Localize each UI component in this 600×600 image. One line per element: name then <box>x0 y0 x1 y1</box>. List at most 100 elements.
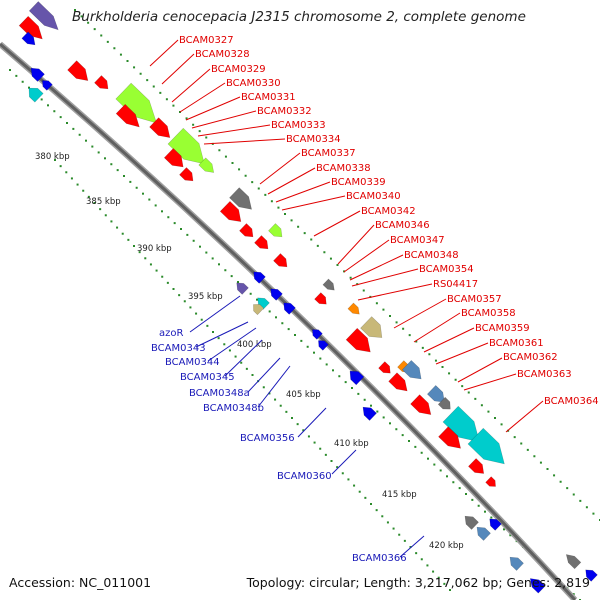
gc-dot <box>427 457 429 460</box>
gc-dot <box>251 181 254 184</box>
gene-label-upper: BCAM0330 <box>226 78 281 89</box>
gc-dot <box>313 441 316 444</box>
gc-dot <box>415 340 418 343</box>
gc-dot <box>461 385 464 388</box>
gc-dot <box>316 244 319 247</box>
gc-dot <box>274 398 277 401</box>
gene-arrow-group <box>198 157 215 173</box>
gene-arrow-group <box>509 556 524 571</box>
map-title: Burkholderia cenocepacia J2315 chromosom… <box>72 9 526 25</box>
gene-arrow-group <box>167 127 205 165</box>
gene-arrow-group <box>467 427 505 465</box>
gc-dot <box>533 455 536 458</box>
gene-arrow <box>30 67 45 82</box>
gc-dot <box>452 481 455 484</box>
gc-dot <box>123 175 125 177</box>
gc-dot <box>319 357 322 360</box>
gc-dot <box>129 180 132 183</box>
gc-dot <box>80 15 83 18</box>
gc-dot <box>186 233 189 236</box>
kbp-label: 385 kbp <box>86 197 121 207</box>
gene-arrow-group <box>312 329 323 340</box>
gene-arrow-group <box>253 271 266 284</box>
gc-dot <box>100 34 103 37</box>
upper-strand-labels: BCAM0327 BCAM0328 BCAM0329 BCAM0330 BCAM… <box>179 35 599 407</box>
gc-dot <box>121 232 124 235</box>
gene-arrow <box>467 427 505 465</box>
gc-dot <box>178 294 181 297</box>
gc-dot <box>152 85 155 88</box>
kbp-label: 410 kbp <box>334 439 369 449</box>
gc-dot <box>364 496 367 499</box>
gc-dot <box>142 192 144 195</box>
gene-arrow <box>312 329 323 340</box>
gene-label-upper: BCAM0333 <box>271 120 326 131</box>
gene-label-upper: BCAM0327 <box>179 35 234 46</box>
gene-arrow <box>163 148 184 168</box>
gene-arrow-group <box>410 394 432 415</box>
gc-dot <box>281 322 284 325</box>
gc-dot <box>553 474 556 477</box>
gene-arrow <box>314 292 327 305</box>
gene-features <box>18 1 598 594</box>
gene-label-upper: BCAM0358 <box>461 308 516 319</box>
gc-dot <box>449 589 451 591</box>
gc-dot <box>458 487 461 490</box>
leader-line-upper <box>423 327 475 353</box>
leader-line-upper <box>191 110 257 129</box>
gene-arrow <box>219 200 242 222</box>
gene-arrow-group <box>401 360 422 380</box>
gc-dot <box>330 460 333 462</box>
gene-arrow <box>253 271 266 284</box>
gene-label-upper: BCAM0354 <box>419 264 474 275</box>
gc-dot <box>234 355 237 358</box>
gc-dot <box>402 327 405 330</box>
gc-dot <box>434 359 437 362</box>
gene-arrow <box>268 223 283 238</box>
gc-dot <box>87 195 90 198</box>
gene-arrow-group <box>362 406 377 421</box>
gene-arrow-group <box>485 476 496 487</box>
gc-dot <box>448 372 451 375</box>
gc-dot <box>277 206 280 209</box>
gene-arrow <box>347 302 360 315</box>
gc-dot <box>9 69 11 71</box>
gc-dot <box>119 53 122 56</box>
gc-dot <box>15 74 18 77</box>
gc-dot <box>148 198 151 201</box>
gc-dot <box>237 281 239 283</box>
gc-dot <box>139 72 142 75</box>
gene-arrow-group <box>345 327 371 353</box>
gc-dot <box>223 343 226 346</box>
gene-arrow-group <box>239 223 254 238</box>
leader-line-upper <box>149 39 179 67</box>
gc-dot <box>66 122 68 124</box>
gc-dot <box>59 165 62 168</box>
gc-dot <box>104 157 106 160</box>
gc-dot <box>172 288 175 290</box>
gc-dot <box>381 515 384 518</box>
gc-dot <box>93 28 96 31</box>
gene-label-upper: BCAM0334 <box>286 134 341 145</box>
gene-label-upper: BCAM0357 <box>447 294 502 305</box>
gene-arrow <box>529 578 546 594</box>
gc-dot <box>21 80 24 83</box>
gc-dot <box>408 440 410 442</box>
kbp-label: 380 kbp <box>35 152 70 162</box>
gc-dot <box>65 171 68 174</box>
gc-dot <box>70 177 73 180</box>
gene-arrow <box>489 518 502 531</box>
gc-dot <box>375 302 378 305</box>
gene-arrow <box>18 15 43 40</box>
gc-dot <box>230 275 233 278</box>
gc-dot <box>104 214 107 217</box>
gc-dot <box>370 503 372 505</box>
leader-line-lower <box>224 339 263 377</box>
gene-arrow-group <box>236 282 249 295</box>
gc-dot <box>347 478 350 481</box>
gene-arrow-group <box>437 396 451 410</box>
gc-dot <box>398 533 401 536</box>
gc-dot <box>270 200 273 203</box>
gene-arrow <box>468 458 485 474</box>
gene-arrow <box>198 157 215 173</box>
